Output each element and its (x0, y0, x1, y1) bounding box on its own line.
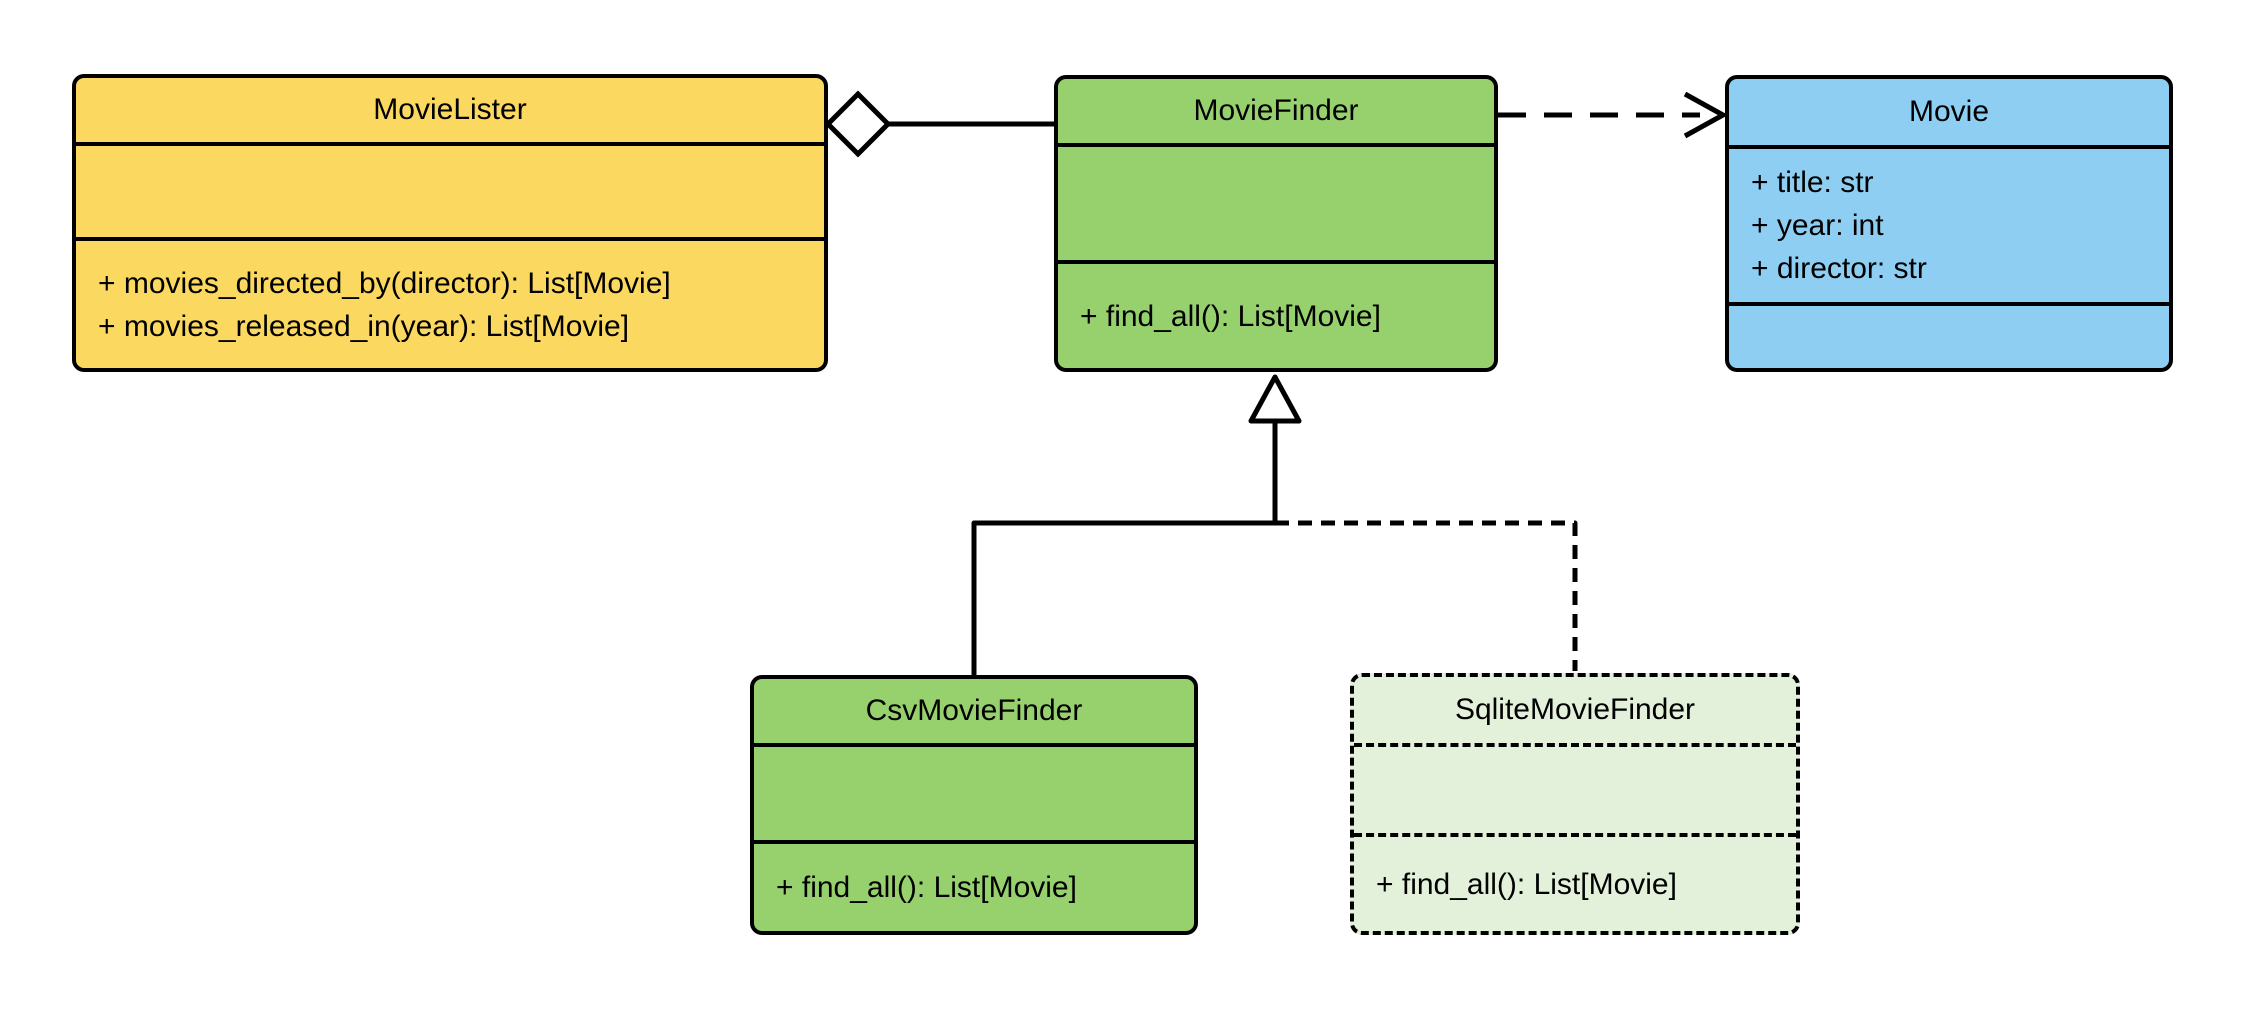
attribute-label: + director: str (1751, 252, 1927, 285)
class-title: CsvMovieFinder (754, 679, 1194, 747)
generalization-dashed-line (1275, 520, 1578, 671)
class-attributes-section (1354, 747, 1796, 837)
class-node-sqlitemoviefinder[interactable]: SqliteMovieFinder + find_all(): List[Mov… (1350, 673, 1800, 935)
method-label: + find_all(): List[Movie] (1376, 867, 1677, 901)
class-node-csvmoviefinder[interactable]: CsvMovieFinder + find_all(): List[Movie] (750, 675, 1198, 935)
inheritance-triangle-icon (1248, 374, 1302, 424)
class-node-movielister[interactable]: MovieLister + movies_directed_by(directo… (72, 74, 828, 372)
class-node-moviefinder[interactable]: MovieFinder + find_all(): List[Movie] (1054, 75, 1498, 372)
aggregation-connector-movielister-moviefinder[interactable] (824, 90, 1054, 158)
attribute-label: + year: int (1751, 209, 1884, 242)
class-methods-section: + find_all(): List[Movie] (1058, 264, 1494, 368)
class-methods-section: + find_all(): List[Movie] (1354, 837, 1796, 931)
class-title: Movie (1729, 79, 2169, 149)
method-label: + movies_released_in(year): List[Movie] (98, 309, 630, 343)
dependency-connector-moviefinder-movie[interactable] (1498, 91, 1729, 139)
generalization-connector-sqlitemoviefinder-moviefinder[interactable] (1275, 520, 1578, 671)
attribute-label: + title: str (1751, 166, 1874, 199)
generalization-connector-csvmoviefinder-moviefinder[interactable] (971, 374, 1302, 675)
class-title: SqliteMovieFinder (1354, 677, 1796, 747)
class-attributes-section (76, 146, 824, 241)
class-attributes-section (754, 747, 1194, 844)
aggregation-diamond-icon (824, 90, 892, 158)
class-methods-section: + movies_directed_by(director): List[Mov… (76, 241, 824, 368)
class-methods-section: + find_all(): List[Movie] (754, 844, 1194, 931)
class-attributes-section: + title: str + year: int + director: str (1729, 149, 2169, 306)
generalization-solid-line (971, 421, 1278, 675)
method-label: + find_all(): List[Movie] (1080, 299, 1381, 333)
class-node-movie[interactable]: Movie + title: str + year: int + directo… (1725, 75, 2173, 372)
method-label: + find_all(): List[Movie] (776, 871, 1077, 904)
dependency-arrowhead-icon (1683, 91, 1729, 139)
class-title: MovieLister (76, 78, 824, 146)
method-label: + movies_directed_by(director): List[Mov… (98, 266, 671, 300)
class-methods-section (1729, 306, 2169, 368)
class-title: MovieFinder (1058, 79, 1494, 147)
class-attributes-section (1058, 147, 1494, 264)
